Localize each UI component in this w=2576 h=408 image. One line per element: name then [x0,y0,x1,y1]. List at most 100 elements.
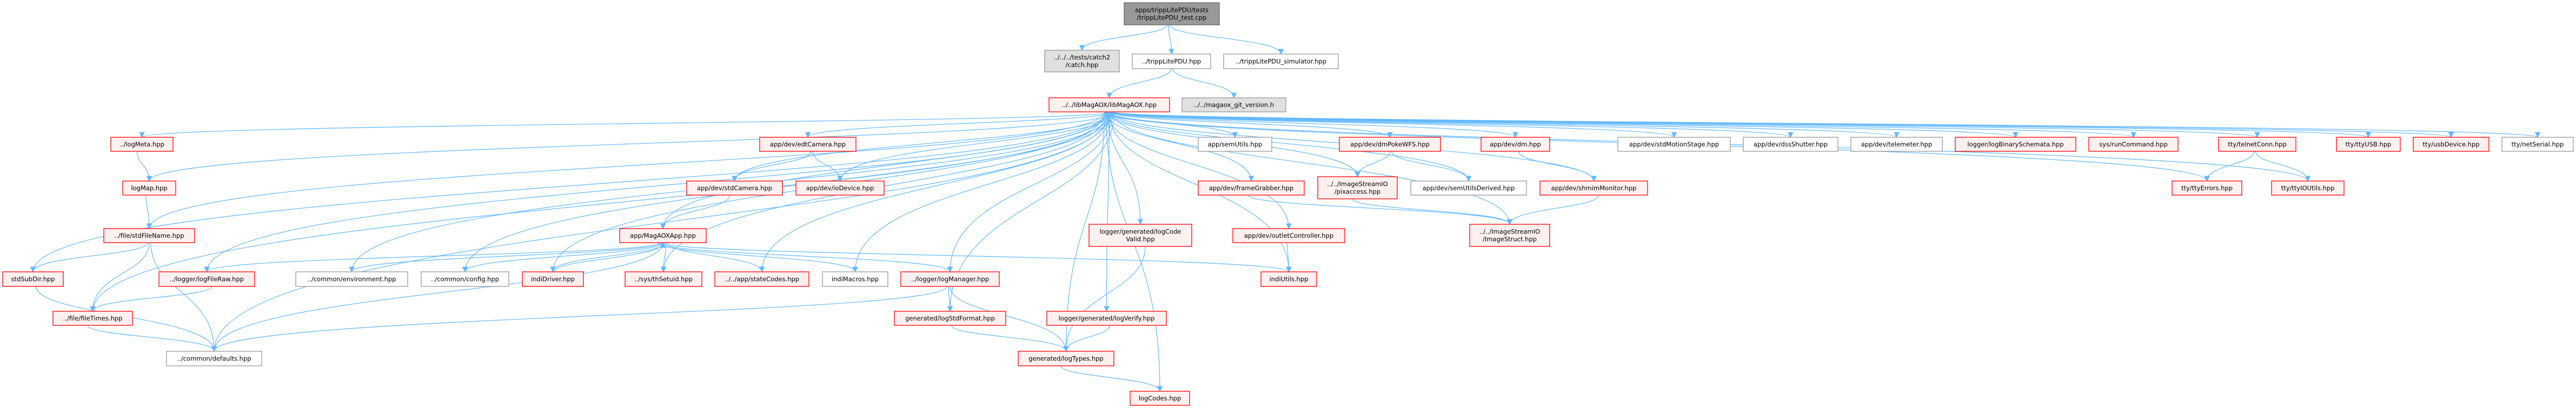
node-box[interactable] [1181,97,1286,112]
node-indi-utils[interactable]: indiUtils.hpp [1260,271,1317,287]
node-box[interactable] [1260,271,1317,287]
node-box[interactable] [1317,176,1398,199]
node-box[interactable] [2172,180,2242,196]
node-box[interactable] [1124,2,1220,25]
node-root[interactable]: apps/trippLitePDU/tests/trippLitePDU_tes… [1124,2,1220,25]
node-usb-device[interactable]: tty/usbDevice.hpp [2413,137,2489,152]
node-box[interactable] [1088,224,1192,247]
node-box[interactable] [1850,137,1943,152]
node-box[interactable] [110,137,174,152]
node-sem-utils[interactable]: app/semUtils.hpp [1198,137,1272,152]
node-box[interactable] [1339,137,1441,152]
node-catch[interactable]: ../../../tests/catch2/catch.hpp [1044,50,1120,72]
node-tripp[interactable]: ../trippLitePDU.hpp [1132,53,1211,69]
node-box[interactable] [2501,137,2574,152]
node-box[interactable] [295,271,408,287]
node-outlet-controller[interactable]: app/dev/outletController.hpp [1232,228,1345,243]
node-log-meta[interactable]: ../logMeta.hpp [110,137,174,152]
node-box[interactable] [522,271,584,287]
node-box[interactable] [1743,137,1838,152]
node-run-command[interactable]: sys/runCommand.hpp [2088,137,2179,152]
node-indi-driver[interactable]: indiDriver.hpp [522,271,584,287]
node-box[interactable] [822,271,888,287]
node-box[interactable] [2088,137,2179,152]
node-file-times[interactable]: ../file/fileTimes.hpp [52,311,133,326]
node-box[interactable] [619,228,707,243]
node-box[interactable] [103,228,195,243]
node-indi-macros[interactable]: indiMacros.hpp [822,271,888,287]
node-dm[interactable]: app/dev/dm.hpp [1480,137,1550,152]
node-tty-ioutils[interactable]: tty/ttyIOUtils.hpp [2271,180,2345,196]
node-box[interactable] [122,180,176,196]
node-box[interactable] [2,271,64,287]
node-frame-grabber[interactable]: app/dev/frameGrabber.hpp [1198,180,1305,196]
node-git[interactable]: ../../magaox_git_version.h [1181,97,1286,112]
node-log-file-raw[interactable]: ../logger/logFileRaw.hpp [158,271,255,287]
node-dm-poke-wfs[interactable]: app/dev/dmPokeWFS.hpp [1339,137,1441,152]
node-box[interactable] [1018,351,1114,366]
node-state-codes[interactable]: ../../app/stateCodes.hpp [714,271,809,287]
node-tty-errors[interactable]: tty/ttyErrors.hpp [2172,180,2242,196]
node-pixaccess[interactable]: ../../ImageStreamIO/pixaccess.hpp [1317,176,1398,199]
node-tty-usb[interactable]: tty/ttyUSB.hpp [2336,137,2401,152]
node-sem-utils-derived[interactable]: app/dev/semUtilsDerived.hpp [1410,180,1527,196]
node-config[interactable]: ../common/config.hpp [421,271,509,287]
node-image-struct[interactable]: ../../ImageStreamIO/ImageStruct.hpp [1469,224,1550,247]
node-log-std-format[interactable]: generated/logStdFormat.hpp [894,311,1006,326]
node-box[interactable] [1044,50,1120,72]
node-box[interactable] [1130,391,1190,406]
node-box[interactable] [714,271,809,287]
node-std-file-name[interactable]: ../file/stdFileName.hpp [103,228,195,243]
node-box[interactable] [1617,137,1731,152]
node-telnet-conn[interactable]: tty/telnetConn.hpp [2218,137,2296,152]
node-box[interactable] [625,271,702,287]
node-box[interactable] [1198,180,1305,196]
node-shmim-monitor[interactable]: app/dev/shmimMonitor.hpp [1539,180,1648,196]
node-box[interactable] [1539,180,1648,196]
node-environment[interactable]: ../common/environment.hpp [295,271,408,287]
node-box[interactable] [1469,224,1550,247]
node-box[interactable] [421,271,509,287]
node-box[interactable] [1132,53,1211,69]
node-box[interactable] [2218,137,2296,152]
node-defaults[interactable]: ../common/defaults.hpp [166,351,262,366]
node-log-verify[interactable]: logger/generated/logVerify.hpp [1046,311,1167,326]
node-std-sub-dir[interactable]: stdSubDir.hpp [2,271,64,287]
node-box[interactable] [1410,180,1527,196]
node-box[interactable] [1232,228,1345,243]
node-box[interactable] [1048,97,1170,112]
node-box[interactable] [2336,137,2401,152]
node-std-camera[interactable]: app/dev/stdCamera.hpp [686,180,783,196]
node-log-codes[interactable]: logCodes.hpp [1130,391,1190,406]
node-box[interactable] [1198,137,1272,152]
node-log-types[interactable]: generated/logTypes.hpp [1018,351,1114,366]
node-box[interactable] [166,351,262,366]
node-box[interactable] [686,180,783,196]
node-box[interactable] [900,271,1000,287]
node-log-manager[interactable]: ../logger/logManager.hpp [900,271,1000,287]
node-sim[interactable]: ../trippLitePDU_simulator.hpp [1223,53,1339,69]
node-box[interactable] [894,311,1006,326]
node-box[interactable] [1480,137,1550,152]
node-telemeter[interactable]: app/dev/telemeter.hpp [1850,137,1943,152]
node-box[interactable] [1223,53,1339,69]
node-dss-shutter[interactable]: app/dev/dssShutter.hpp [1743,137,1838,152]
node-box[interactable] [52,311,133,326]
node-box[interactable] [1046,311,1167,326]
node-log-map[interactable]: logMap.hpp [122,180,176,196]
node-io-device[interactable]: app/dev/ioDevice.hpp [795,180,885,196]
node-log-binary-schemata[interactable]: logger/logBinarySchemata.hpp [1955,137,2076,152]
node-mag-aoxapp[interactable]: app/MagAOXApp.hpp [619,228,707,243]
node-th-setuid[interactable]: ../sys/thSetuid.hpp [625,271,702,287]
node-box[interactable] [2271,180,2345,196]
node-box[interactable] [1955,137,2076,152]
node-box[interactable] [759,137,857,152]
node-net-serial[interactable]: tty/netSerial.hpp [2501,137,2574,152]
node-lib[interactable]: ../../libMagAOX/libMagAOX.hpp [1048,97,1170,112]
node-box[interactable] [158,271,255,287]
node-box[interactable] [2413,137,2489,152]
node-std-motion-stage[interactable]: app/dev/stdMotionStage.hpp [1617,137,1731,152]
node-box[interactable] [795,180,885,196]
node-edt-camera[interactable]: app/dev/edtCamera.hpp [759,137,857,152]
